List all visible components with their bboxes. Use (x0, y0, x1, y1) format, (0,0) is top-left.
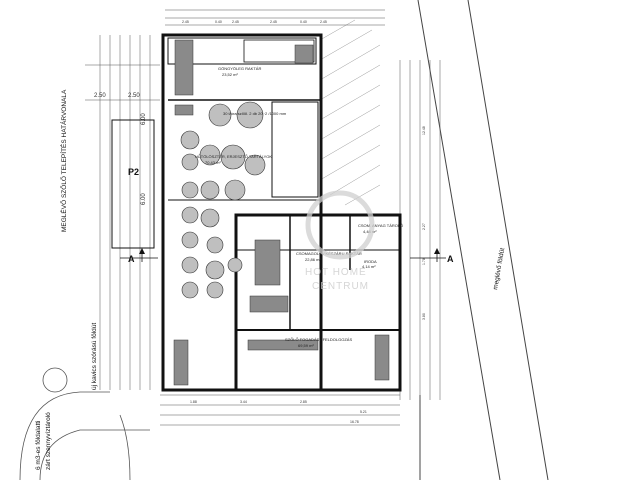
dim-left-d: 6.00 (141, 193, 147, 205)
room-name-r7: SZŐLŐ FOGADÁS / FELDOLGOZÁS (285, 337, 352, 342)
parking-label: P2 (128, 167, 139, 177)
room-name-r5: CSOM. ANYAG TÁROLÓ (358, 223, 403, 228)
gravel-road (19, 367, 150, 481)
right-dimension-texts: 12.48 2.27 1.78 3.80 (422, 126, 426, 320)
watermark-line2: CENTRUM (312, 281, 369, 292)
left-dimension-lines (85, 35, 160, 390)
watermark-line1: HOT HOME (305, 267, 367, 278)
dim-right-0: 12.48 (422, 126, 426, 135)
dim-bottom-total: 16.78 (350, 420, 359, 424)
dim-top-4: 0.40 (300, 20, 307, 24)
section-markers: A A (120, 248, 454, 264)
dim-top-3: 2.45 (270, 20, 277, 24)
dim-bottom-0: 1.88 (190, 400, 197, 404)
top-dimension-lines (165, 9, 385, 26)
room-area-r3: 70,43 m² (205, 160, 221, 165)
dim-top-0: 2.45 (182, 20, 189, 24)
dim-right-3: 3.80 (422, 313, 426, 320)
parking-area: P2 (111, 119, 155, 249)
dim-left-c: 6.00 (141, 113, 147, 125)
dim-bottom-1: 3.44 (240, 400, 247, 404)
room-name-r6: IRODA (364, 259, 377, 264)
left-dimension-texts: 2.50 2.50 6.00 6.00 (94, 93, 147, 205)
dim-left-a: 2.50 (94, 93, 106, 99)
boundary-label: MEGLÉVŐ SZŐLŐ TELEPÍTÉS HATÁRVONALA (59, 89, 68, 232)
room-area-r7: 69,59 m² (298, 343, 314, 348)
room-area-r1: 23,52 m² (222, 72, 238, 77)
section-marker-left: A (128, 254, 135, 264)
left-bottom-label-2: zárt szennyvíztároló (45, 412, 52, 470)
room-area-r6: 4,14 m² (362, 264, 376, 269)
dirt-road (417, 0, 549, 481)
equipment-blocks (173, 39, 390, 386)
gravel-road-label: új kavics szórású földút (91, 323, 98, 390)
left-bottom-label-1: 6 m3-es földalatti (35, 421, 42, 471)
room-name-r2: 30 t/óra szőlő. 2 db 20 ·2 /1000 mm (223, 111, 287, 116)
tank-circles (180, 101, 266, 299)
room-name-r1: GÖNGYÖLEG RAKTÁR (218, 66, 261, 71)
dim-right-1: 2.27 (422, 223, 426, 230)
section-marker-right: A (447, 254, 454, 264)
vineyard-hatch (319, 19, 381, 206)
bottom-dimension-texts: 1.88 3.44 2.85 5.21 16.78 (190, 400, 367, 424)
dim-right-2: 1.78 (422, 258, 426, 265)
dim-top-2: 2.45 (232, 20, 239, 24)
room-name-r3: HŰTÖLÖSZTÉR, ERJESZTŐ TARTÁLYOK (195, 154, 272, 159)
top-dimension-texts: 2.45 0.40 2.45 2.45 0.40 2.45 (182, 20, 327, 24)
dim-bottom-3: 5.21 (360, 410, 367, 414)
bottom-dimension-lines (160, 394, 400, 426)
dim-top-5: 2.45 (320, 20, 327, 24)
watermark: HOT HOME CENTRUM (305, 190, 375, 292)
dim-bottom-2: 2.85 (300, 400, 307, 404)
dim-top-1: 0.40 (215, 20, 222, 24)
room-area-r4: 22,86 m² (305, 257, 321, 262)
dim-left-b: 2.50 (128, 93, 140, 99)
